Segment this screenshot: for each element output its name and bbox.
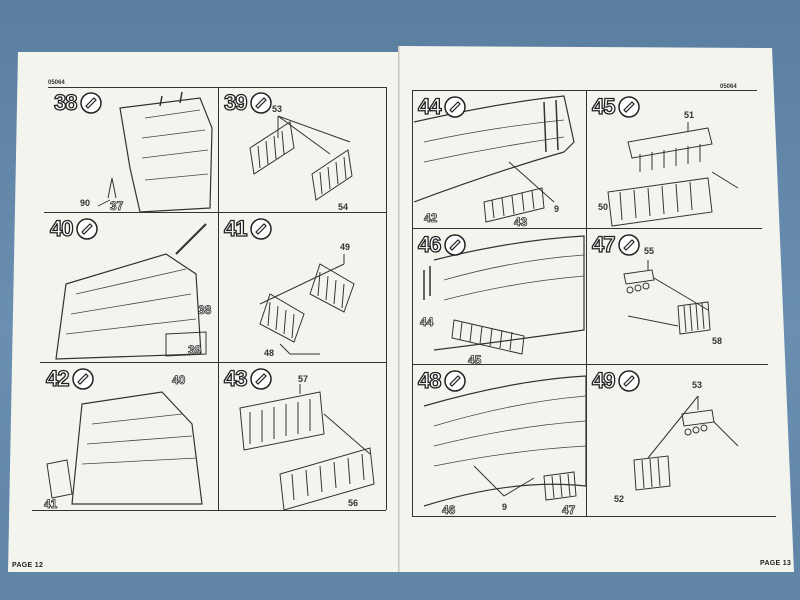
svg-text:51: 51	[684, 110, 694, 120]
step-40-diagram: 38 39	[55, 223, 212, 360]
grid-line	[40, 362, 386, 363]
step-45-diagram: 51 50	[598, 110, 739, 227]
grid-line	[48, 87, 386, 88]
svg-text:9: 9	[554, 204, 559, 214]
grid-line	[44, 212, 386, 213]
step-46: 44 45 46	[414, 230, 586, 364]
step-number: 41	[223, 215, 248, 241]
step-44: 9 42 43 44	[414, 92, 586, 228]
step-48: 9 46 47 48	[414, 366, 586, 516]
svg-text:53: 53	[692, 380, 702, 390]
svg-text:53: 53	[272, 104, 282, 114]
svg-text:54: 54	[338, 202, 348, 212]
catalog-code: 05064	[720, 84, 737, 90]
svg-text:41: 41	[44, 497, 58, 510]
step-39-diagram: 53 54	[249, 104, 353, 212]
step-47-diagram: 55 58	[623, 246, 722, 346]
step-41: 51 49 48 41	[220, 214, 386, 362]
grid-line	[412, 228, 762, 229]
svg-text:50: 50	[598, 202, 608, 212]
svg-text:37: 37	[110, 199, 124, 212]
step-40: 38 39 40	[46, 214, 218, 362]
step-49-diagram: 53 52	[614, 380, 739, 504]
step-41-diagram: 51 49 48	[259, 242, 355, 358]
step-number: 43	[223, 365, 248, 391]
glue-tube-icon	[250, 92, 272, 114]
grid-line	[412, 90, 757, 91]
step-47: 55 58 47	[588, 230, 764, 364]
page-number: PAGE 13	[760, 560, 792, 567]
step-44-diagram: 9 42 43	[414, 95, 575, 228]
glue-tube-icon	[72, 368, 94, 390]
svg-text:58: 58	[712, 336, 722, 346]
svg-text:46: 46	[442, 503, 456, 516]
svg-text:45: 45	[468, 353, 482, 364]
glue-tube-icon	[250, 368, 272, 390]
grid-line	[412, 364, 768, 365]
step-number: 48	[417, 367, 442, 393]
svg-text:52: 52	[614, 494, 624, 504]
glue-tube-icon	[618, 234, 640, 256]
glue-tube-icon	[444, 234, 466, 256]
svg-text:57: 57	[298, 374, 308, 384]
grid-line	[386, 87, 387, 510]
step-43: 57 56 43	[220, 364, 386, 510]
glue-tube-icon	[444, 370, 466, 392]
step-number: 42	[45, 365, 70, 391]
svg-text:9: 9	[502, 502, 507, 512]
glue-tube-icon	[618, 96, 640, 118]
step-38: 90 37 38	[50, 88, 218, 212]
glue-tube-icon	[76, 218, 98, 240]
step-42: 40 41 42	[42, 364, 218, 510]
svg-text:47: 47	[562, 503, 576, 516]
svg-text:40: 40	[172, 373, 186, 387]
step-number: 44	[417, 93, 442, 119]
step-48-diagram: 9 46 47	[423, 375, 586, 516]
step-number: 39	[223, 89, 248, 115]
grid-line	[412, 90, 413, 516]
step-46-diagram: 44 45	[420, 235, 585, 364]
left-page: 05064 PAGE 12 90 37 38	[8, 52, 400, 572]
step-number: 40	[49, 215, 74, 241]
step-45: 51 50 45	[588, 92, 760, 228]
glue-tube-icon	[618, 370, 640, 392]
step-number: 38	[53, 89, 78, 115]
page-number: PAGE 12	[12, 562, 44, 569]
grid-line	[412, 516, 776, 517]
svg-text:38: 38	[198, 303, 212, 317]
step-number: 47	[591, 231, 616, 257]
catalog-code: 05064	[48, 80, 65, 86]
grid-line	[32, 510, 386, 511]
svg-text:43: 43	[514, 215, 528, 228]
svg-text:90: 90	[80, 198, 90, 208]
glue-tube-icon	[250, 218, 272, 240]
svg-text:55: 55	[644, 246, 654, 256]
svg-text:49: 49	[340, 242, 350, 252]
grid-line	[586, 90, 587, 516]
step-38-diagram: 90 37	[80, 91, 213, 212]
step-39: 53 54 39	[220, 88, 386, 212]
glue-tube-icon	[80, 92, 102, 114]
step-number: 46	[417, 231, 442, 257]
svg-text:56: 56	[348, 498, 358, 508]
step-43-diagram: 57 56	[239, 374, 375, 510]
svg-text:42: 42	[424, 211, 438, 225]
step-number: 45	[591, 93, 616, 119]
step-42-diagram: 40 41	[44, 373, 203, 510]
svg-text:44: 44	[420, 315, 434, 329]
svg-text:39: 39	[188, 343, 202, 357]
step-number: 49	[591, 367, 616, 393]
glue-tube-icon	[444, 96, 466, 118]
grid-line	[218, 87, 219, 510]
svg-text:48: 48	[264, 348, 274, 358]
right-page: 05064 PAGE 13 9 42 43 44	[400, 46, 794, 572]
step-49: 53 52 49	[588, 366, 768, 516]
